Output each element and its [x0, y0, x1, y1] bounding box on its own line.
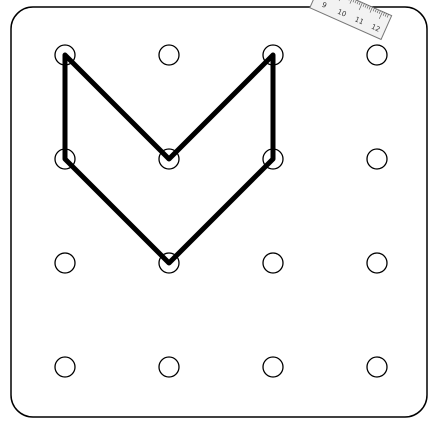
peg-r2-c3 [367, 253, 387, 273]
peg-r2-c2 [263, 253, 283, 273]
peg-r3-c0 [55, 357, 75, 377]
peg-r0-c1 [159, 45, 179, 65]
peg-r0-c3 [367, 45, 387, 65]
peg-r3-c3 [367, 357, 387, 377]
peg-r1-c3 [367, 149, 387, 169]
peg-r3-c2 [263, 357, 283, 377]
peg-r2-c0 [55, 253, 75, 273]
peg-r3-c1 [159, 357, 179, 377]
